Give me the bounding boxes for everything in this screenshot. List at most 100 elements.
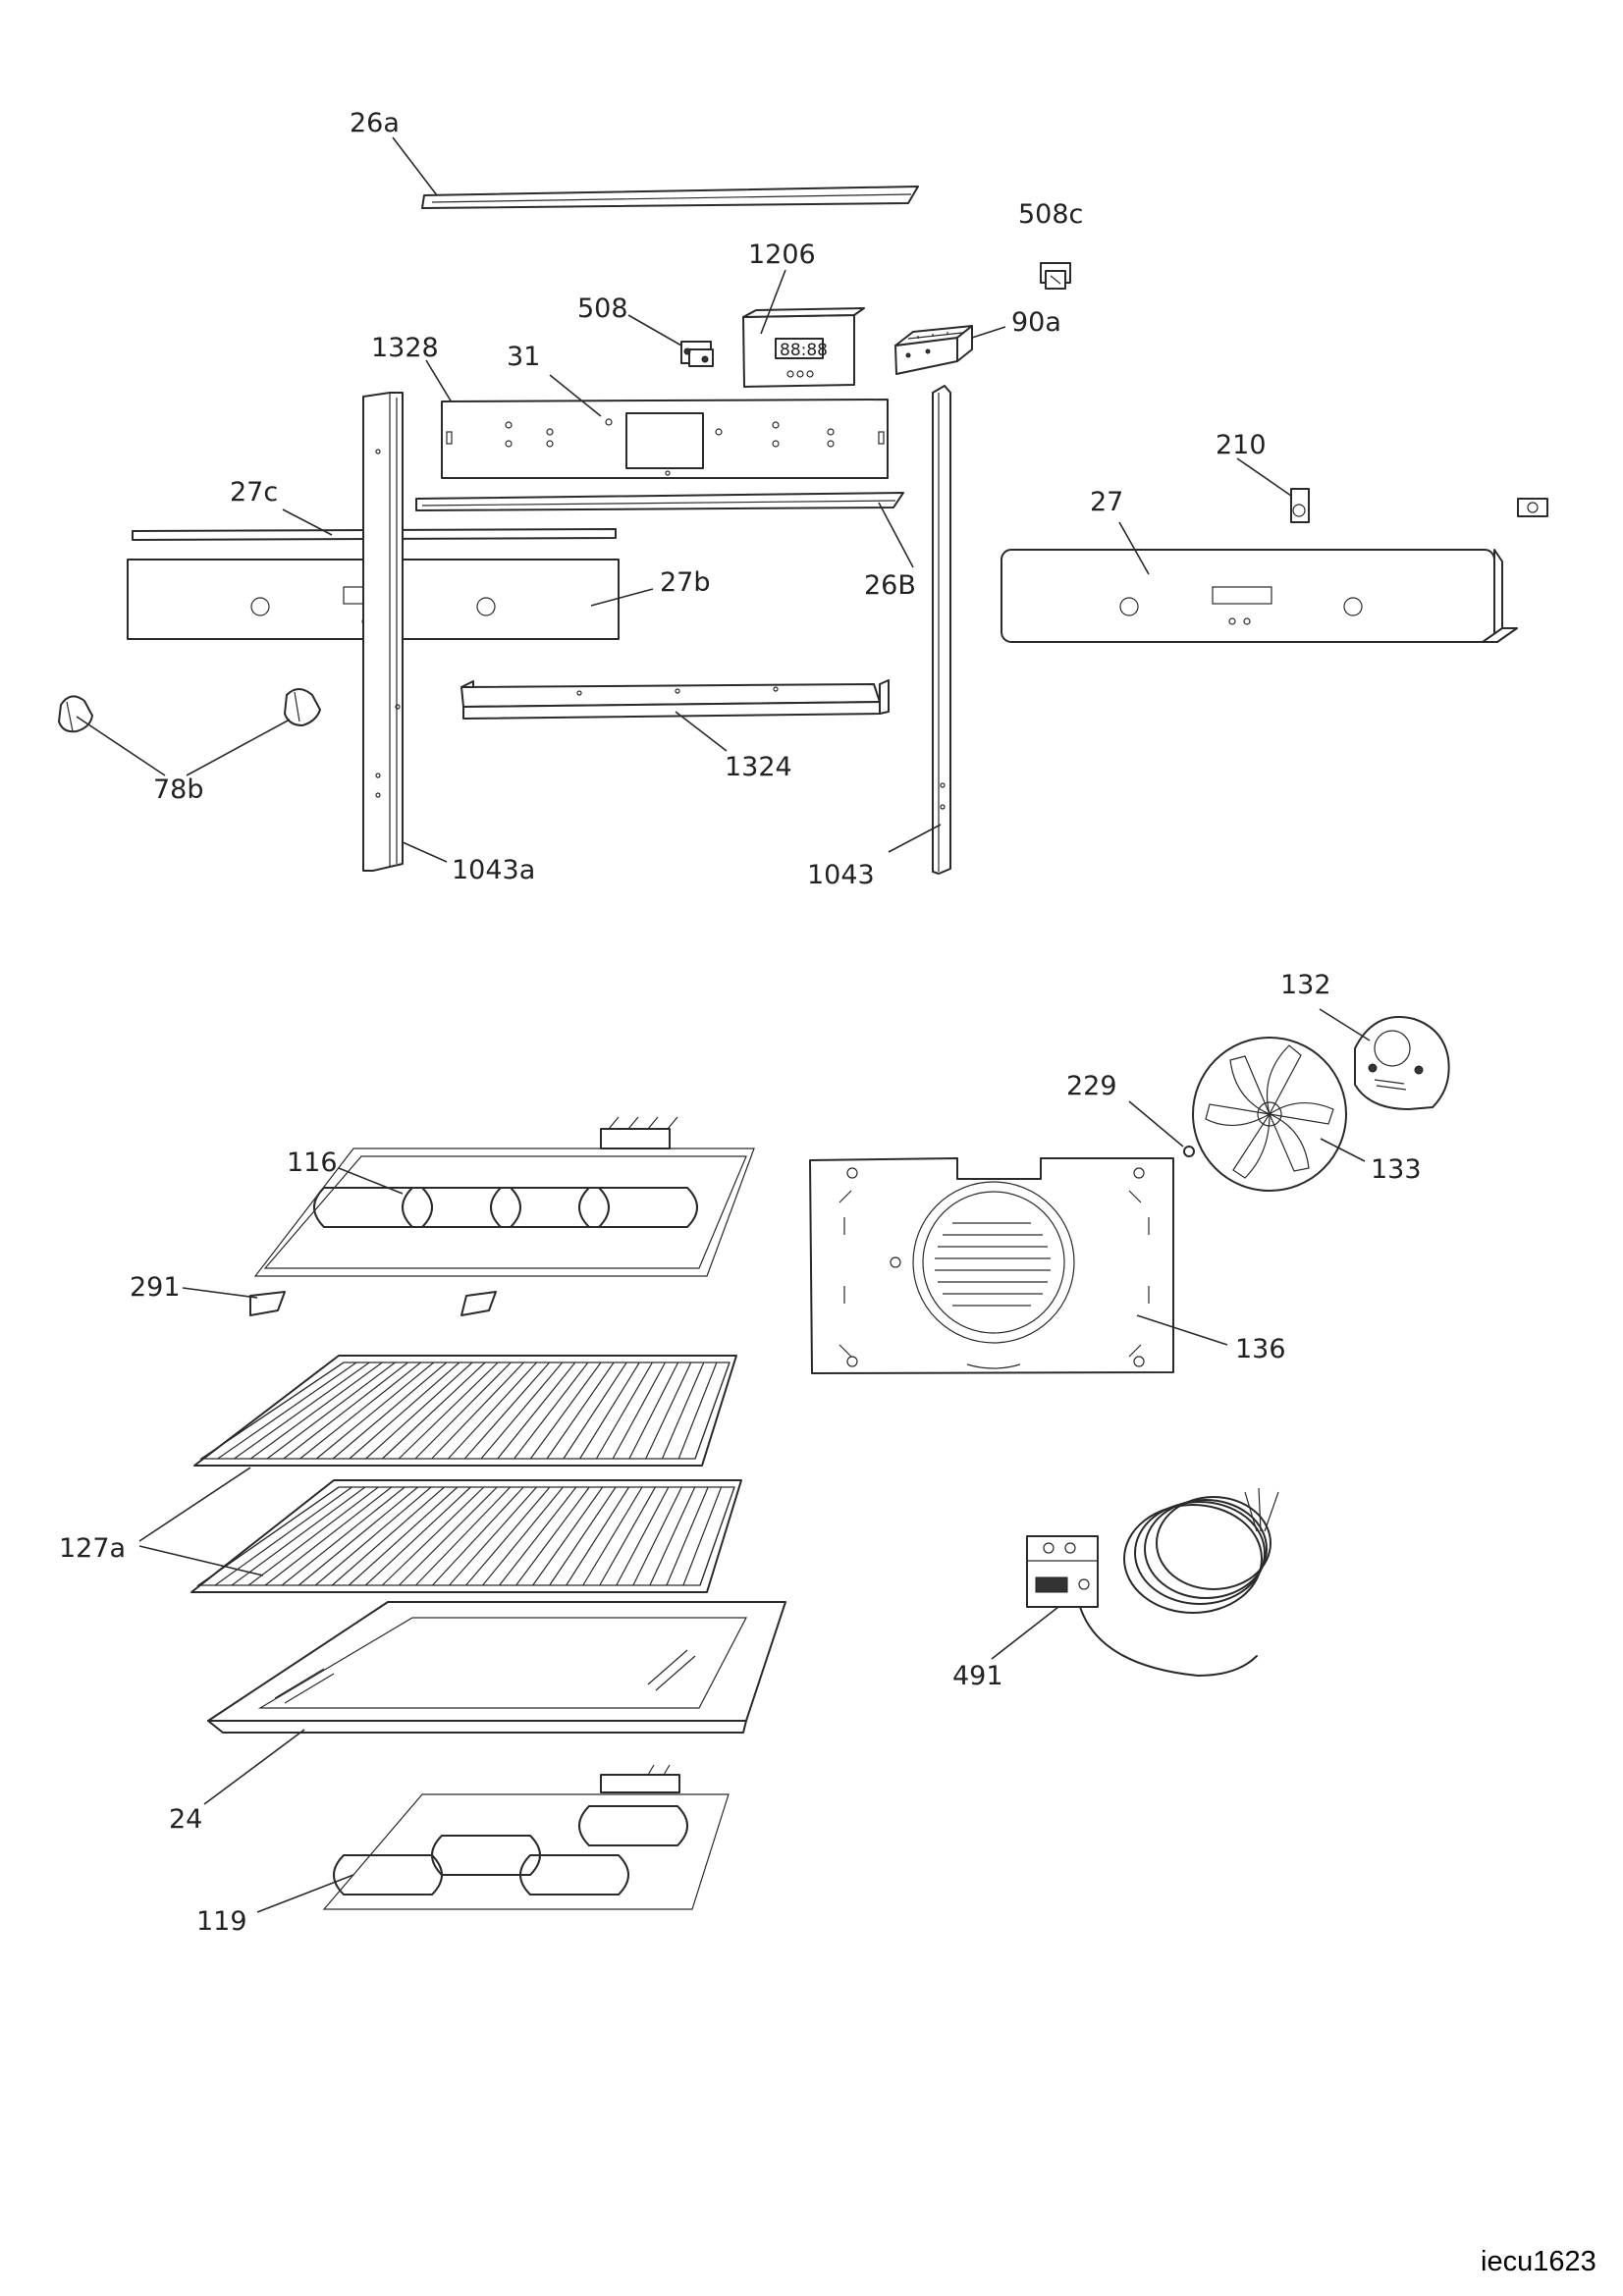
part-26B-lower-trim	[415, 492, 904, 511]
leader-127a-b	[138, 1545, 264, 1576]
label-1206: 1206	[748, 240, 816, 270]
rack-wire	[661, 1362, 705, 1460]
rack-wire	[595, 1362, 653, 1460]
rack-wire	[579, 1362, 640, 1460]
leader-133	[1320, 1138, 1366, 1162]
leader-26a	[392, 136, 438, 196]
rack-wire	[281, 1486, 406, 1586]
leader-1043	[888, 824, 942, 853]
rack-wire	[349, 1362, 460, 1460]
rack-wire	[315, 1362, 435, 1460]
part-90a-terminal-block	[894, 325, 973, 375]
part-119-lower-element	[322, 1764, 730, 1910]
label-78b: 78b	[153, 774, 204, 805]
rack-wire	[414, 1362, 512, 1460]
leader-1324	[675, 711, 728, 752]
rack-wire	[499, 1486, 577, 1586]
label-31: 31	[507, 342, 540, 372]
rack-wire	[649, 1486, 696, 1586]
timer-display-reading: 88:88	[780, 341, 828, 360]
rack-wire	[582, 1486, 643, 1586]
leader-24	[203, 1729, 305, 1805]
rack-wire	[482, 1486, 564, 1586]
rack-wire	[431, 1362, 524, 1460]
rack-wire	[532, 1486, 604, 1586]
label-210: 210	[1216, 430, 1267, 460]
label-1324: 1324	[725, 752, 792, 782]
label-90a: 90a	[1011, 307, 1061, 338]
part-1043-side-rail	[932, 385, 951, 875]
rack-wire	[465, 1486, 551, 1586]
part-127a-rack-lower	[190, 1479, 742, 1593]
rack-wire	[197, 1486, 340, 1586]
rack-wire	[612, 1362, 667, 1460]
label-1043a: 1043a	[452, 855, 535, 885]
part-1206-timer: 88:88	[742, 307, 865, 388]
rack-wire	[566, 1486, 630, 1586]
leader-508	[627, 314, 682, 347]
rack-wire	[563, 1362, 627, 1460]
label-1043: 1043	[807, 860, 875, 890]
label-116: 116	[287, 1148, 338, 1178]
label-127a: 127a	[59, 1533, 126, 1564]
part-116-upper-element	[253, 1116, 755, 1277]
leader-229	[1128, 1100, 1184, 1148]
rack-wire	[694, 1362, 730, 1460]
leader-136	[1136, 1314, 1228, 1346]
part-1324-channel	[460, 679, 890, 720]
rack-wire	[432, 1486, 524, 1586]
part-491-thermostat	[1026, 1487, 1279, 1677]
leader-26B	[878, 502, 914, 568]
label-27b: 27b	[660, 567, 711, 598]
part-136-back-panel	[809, 1157, 1174, 1374]
rack-wire	[348, 1486, 459, 1586]
rack-wire	[234, 1362, 370, 1460]
label-24: 24	[169, 1804, 202, 1835]
label-26a: 26a	[350, 108, 400, 138]
rack-wire	[599, 1486, 656, 1586]
rack-wire	[249, 1362, 383, 1460]
part-31-control-panel-frame	[441, 399, 889, 479]
part-78b-knobs	[58, 688, 321, 733]
leader-1043a	[402, 841, 448, 863]
leader-132	[1319, 1008, 1371, 1041]
rack-wire	[632, 1486, 682, 1586]
leader-90a	[971, 326, 1006, 339]
part-291-brackets	[249, 1291, 497, 1316]
part-133-fan-blade	[1192, 1037, 1347, 1192]
rack-wire	[628, 1362, 679, 1460]
leader-31	[549, 374, 602, 417]
rack-wire	[200, 1362, 345, 1460]
leader-291	[182, 1287, 258, 1299]
rack-wire	[365, 1362, 473, 1460]
rack-wire	[231, 1486, 366, 1586]
drawing-code: iecu1623	[1481, 2246, 1596, 2277]
label-491: 491	[952, 1661, 1003, 1691]
rack-wire	[616, 1486, 670, 1586]
rack-wire	[666, 1486, 709, 1586]
leader-116	[338, 1167, 404, 1195]
rack-wire	[381, 1486, 485, 1586]
rack-wire	[514, 1362, 589, 1460]
rack-wire	[463, 1362, 551, 1460]
rack-wire	[398, 1362, 499, 1460]
label-136: 136	[1235, 1334, 1286, 1364]
part-1043a-side-rail	[362, 392, 404, 872]
label-229: 229	[1066, 1071, 1117, 1101]
part-508c-switch	[1040, 262, 1071, 290]
rack-wire	[415, 1486, 512, 1586]
leader-27c	[282, 508, 333, 536]
rack-wire	[247, 1486, 379, 1586]
label-27: 27	[1090, 487, 1123, 517]
rack-wire	[682, 1486, 723, 1586]
label-132: 132	[1280, 970, 1331, 1000]
leader-1206	[760, 269, 786, 335]
rack-wire	[549, 1486, 617, 1586]
part-24-baking-tray	[207, 1601, 786, 1734]
vent-slots	[935, 1222, 1051, 1307]
rack-wire	[497, 1362, 576, 1460]
rack-wire	[382, 1362, 486, 1460]
label-27c: 27c	[230, 477, 278, 507]
leader-119	[256, 1874, 354, 1913]
